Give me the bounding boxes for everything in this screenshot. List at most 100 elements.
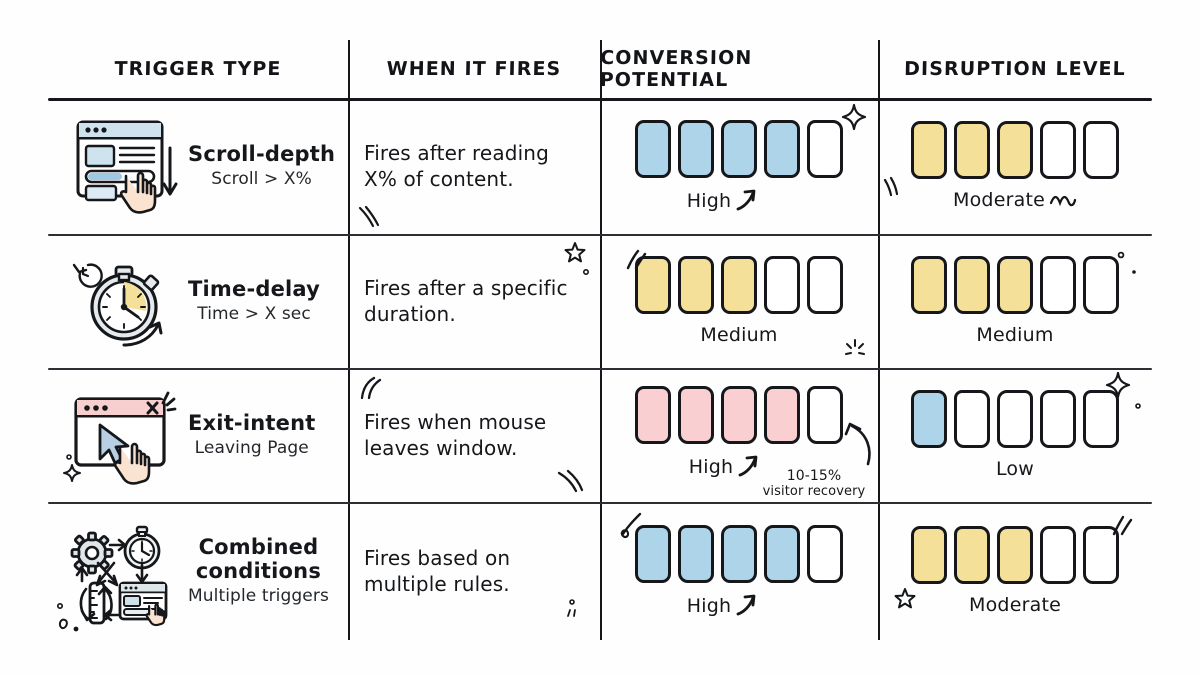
column-divider-1 bbox=[348, 40, 350, 640]
rating-box-filled bbox=[954, 256, 990, 314]
row-divider-3 bbox=[48, 502, 1152, 504]
trigger-subtitle: Leaving Page bbox=[194, 438, 309, 459]
rating-box-filled bbox=[635, 120, 671, 178]
trigger-label-group: Exit-intent Leaving Page bbox=[188, 410, 316, 459]
rating-boxes bbox=[911, 526, 1119, 584]
cell-when-time-delay: Fires after a specific duration. bbox=[348, 234, 600, 368]
rating-box-filled bbox=[678, 120, 714, 178]
disruption-rating-label: Low bbox=[995, 458, 1034, 480]
conversion-rating-label: High bbox=[686, 595, 732, 617]
trigger-title: Exit-intent bbox=[188, 410, 316, 435]
browser-exit-icon bbox=[62, 383, 182, 487]
table-row: Scroll-depth Scroll > X% Fires after rea… bbox=[48, 98, 1152, 234]
doodle-swoosh bbox=[358, 205, 380, 228]
rating-label-group: Moderate bbox=[953, 189, 1077, 211]
cell-when-combined-conditions: Fires based on multiple rules. bbox=[348, 502, 600, 640]
header-underline bbox=[48, 98, 1152, 101]
cell-conversion-time-delay: Medium bbox=[600, 234, 878, 368]
conversion-annotation: 10-15% visitor recovery bbox=[754, 468, 874, 500]
cell-conversion-combined-conditions: High bbox=[600, 502, 878, 640]
rating-box-empty bbox=[1083, 121, 1119, 179]
row-divider-1 bbox=[48, 234, 1152, 236]
rating-box-filled bbox=[954, 526, 990, 584]
column-header-conversion-potential: CONVERSION POTENTIAL bbox=[599, 47, 753, 91]
disruption-rating-label: Moderate bbox=[953, 189, 1045, 211]
up-arrow-icon bbox=[736, 189, 756, 211]
rating-box-filled bbox=[911, 256, 947, 314]
rating-box-filled bbox=[764, 386, 800, 444]
rating-box-empty bbox=[807, 256, 843, 314]
when-it-fires-text: Fires when mouse leaves window. bbox=[364, 409, 547, 460]
when-it-fires-text: Fires after reading X% of content. bbox=[364, 140, 549, 191]
cell-trigger-scroll-depth: Scroll-depth Scroll > X% bbox=[48, 98, 348, 234]
trigger-label-group: Time-delay Time > X sec bbox=[188, 276, 321, 325]
table-row: Time-delay Time > X sec Fires after a sp… bbox=[48, 234, 1152, 368]
rating-boxes bbox=[911, 390, 1119, 448]
column-header-when-it-fires: WHEN IT FIRES bbox=[386, 58, 562, 80]
rating-box-filled bbox=[635, 525, 671, 583]
annotation-line-1: 10-15% bbox=[786, 467, 842, 484]
rating-box-filled bbox=[911, 390, 947, 448]
rating-boxes bbox=[635, 120, 843, 178]
rating-label-group: Medium bbox=[700, 324, 777, 346]
column-divider-3 bbox=[878, 40, 880, 640]
trigger-title: Time-delay bbox=[188, 276, 321, 301]
rating-box-empty bbox=[954, 390, 990, 448]
rating-box-filled bbox=[721, 525, 757, 583]
table-row: Combined conditions Multiple triggers Fi… bbox=[48, 502, 1152, 640]
up-arrow-icon bbox=[738, 455, 758, 477]
cell-disruption-exit-intent: Low bbox=[878, 368, 1152, 502]
rating-box-empty bbox=[997, 390, 1033, 448]
comparison-table: TRIGGER TYPE WHEN IT FIRES CONVERSION PO… bbox=[48, 40, 1152, 640]
trigger-label-group: Scroll-depth Scroll > X% bbox=[188, 141, 336, 190]
cell-disruption-combined-conditions: Moderate bbox=[878, 502, 1152, 640]
trigger-title: Combined conditions bbox=[195, 534, 322, 583]
rating-box-filled bbox=[911, 526, 947, 584]
cell-trigger-time-delay: Time-delay Time > X sec bbox=[48, 234, 348, 368]
browser-scroll-icon bbox=[62, 114, 182, 218]
rating-label-group: High bbox=[689, 454, 759, 478]
rating-box-empty bbox=[1040, 526, 1076, 584]
rating-box-empty bbox=[807, 120, 843, 178]
rating-box-empty bbox=[1083, 390, 1119, 448]
squiggle-icon bbox=[1049, 195, 1077, 207]
cell-disruption-time-delay: Medium bbox=[878, 234, 1152, 368]
rating-box-empty bbox=[807, 386, 843, 444]
table-header-row: TRIGGER TYPE WHEN IT FIRES CONVERSION PO… bbox=[48, 40, 1152, 98]
rating-boxes bbox=[911, 256, 1119, 314]
cell-when-exit-intent: Fires when mouse leaves window. bbox=[348, 368, 600, 502]
rating-box-filled bbox=[997, 121, 1033, 179]
stopwatch-icon bbox=[62, 249, 182, 353]
doodle-dot-marks bbox=[567, 599, 576, 617]
sparkle-icon bbox=[841, 103, 867, 131]
rating-label-group: High bbox=[687, 593, 757, 617]
rating-box-filled bbox=[635, 256, 671, 314]
disruption-rating-label: Moderate bbox=[969, 594, 1061, 616]
trigger-label-group: Combined conditions Multiple triggers bbox=[188, 534, 329, 607]
rating-label-group: Moderate bbox=[969, 594, 1061, 616]
rating-boxes bbox=[635, 525, 843, 583]
rating-box-filled bbox=[635, 386, 671, 444]
trigger-title: Scroll-depth bbox=[188, 141, 336, 166]
cell-when-scroll-depth: Fires after reading X% of content. bbox=[348, 98, 600, 234]
cell-conversion-exit-intent: High 10-15% visitor recovery bbox=[600, 368, 878, 502]
rating-box-filled bbox=[678, 256, 714, 314]
dot-icon bbox=[1132, 270, 1136, 274]
conversion-rating-label: High bbox=[688, 456, 734, 478]
rating-box-filled bbox=[997, 256, 1033, 314]
combined-triggers-icon bbox=[62, 519, 182, 627]
doodle-swoosh bbox=[557, 469, 584, 493]
rating-box-filled bbox=[678, 525, 714, 583]
rating-box-filled bbox=[764, 120, 800, 178]
dot-icon bbox=[1135, 403, 1141, 409]
rating-box-empty bbox=[1040, 256, 1076, 314]
rating-box-filled bbox=[721, 256, 757, 314]
cell-trigger-combined-conditions: Combined conditions Multiple triggers bbox=[48, 502, 348, 640]
rating-boxes bbox=[635, 256, 843, 314]
cell-disruption-scroll-depth: Moderate bbox=[878, 98, 1152, 234]
rating-box-empty bbox=[764, 256, 800, 314]
rating-box-empty bbox=[1040, 390, 1076, 448]
cell-conversion-scroll-depth: High bbox=[600, 98, 878, 234]
trigger-subtitle: Multiple triggers bbox=[188, 586, 329, 607]
